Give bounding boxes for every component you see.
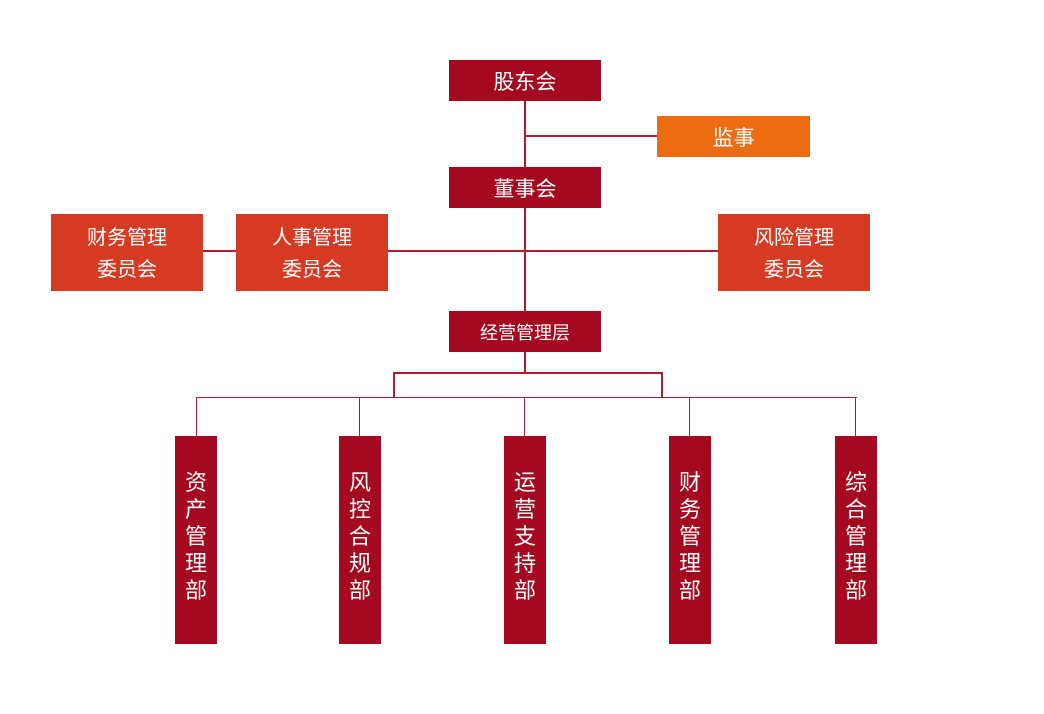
connector-supervisor	[525, 135, 658, 137]
risk-committee-node: 风险管理 委员会	[718, 214, 870, 291]
management-node: 经营管理层	[449, 311, 601, 352]
connector-shareholders-board	[524, 101, 526, 167]
department-label: 资产管理部	[184, 471, 207, 604]
bracket-right	[661, 372, 663, 398]
drop-dept-1	[196, 397, 197, 436]
drop-dept-4	[689, 397, 690, 436]
bracket-top	[393, 372, 663, 374]
bracket-left	[393, 372, 395, 398]
connector-committees	[201, 250, 719, 252]
department-label: 运营支持部	[513, 471, 536, 604]
department-general-admin: 综合管理部	[835, 436, 877, 644]
supervisor-node: 监事	[657, 116, 810, 157]
hr-committee-line1: 人事管理	[272, 224, 352, 249]
shareholders-node: 股东会	[449, 60, 601, 101]
department-finance: 财务管理部	[669, 436, 711, 644]
department-label: 综合管理部	[844, 471, 867, 604]
connector-board-management	[524, 208, 526, 311]
risk-committee-line1: 风险管理	[754, 224, 834, 249]
department-asset-management: 资产管理部	[175, 436, 217, 644]
finance-committee-line1: 财务管理	[87, 224, 167, 249]
drop-dept-5	[855, 397, 856, 436]
department-bus	[196, 397, 857, 398]
department-label: 风控合规部	[348, 471, 371, 604]
finance-committee-line2: 委员会	[97, 256, 157, 281]
drop-dept-2	[359, 397, 360, 436]
risk-committee-line2: 委员会	[764, 256, 824, 281]
finance-committee-node: 财务管理 委员会	[51, 214, 203, 291]
drop-dept-3	[524, 397, 525, 436]
connector-management-bracket	[524, 352, 526, 373]
hr-committee-node: 人事管理 委员会	[236, 214, 388, 291]
board-node: 董事会	[449, 167, 601, 208]
department-risk-compliance: 风控合规部	[339, 436, 381, 644]
department-label: 财务管理部	[678, 471, 701, 604]
department-operations-support: 运营支持部	[504, 436, 546, 644]
hr-committee-line2: 委员会	[282, 256, 342, 281]
